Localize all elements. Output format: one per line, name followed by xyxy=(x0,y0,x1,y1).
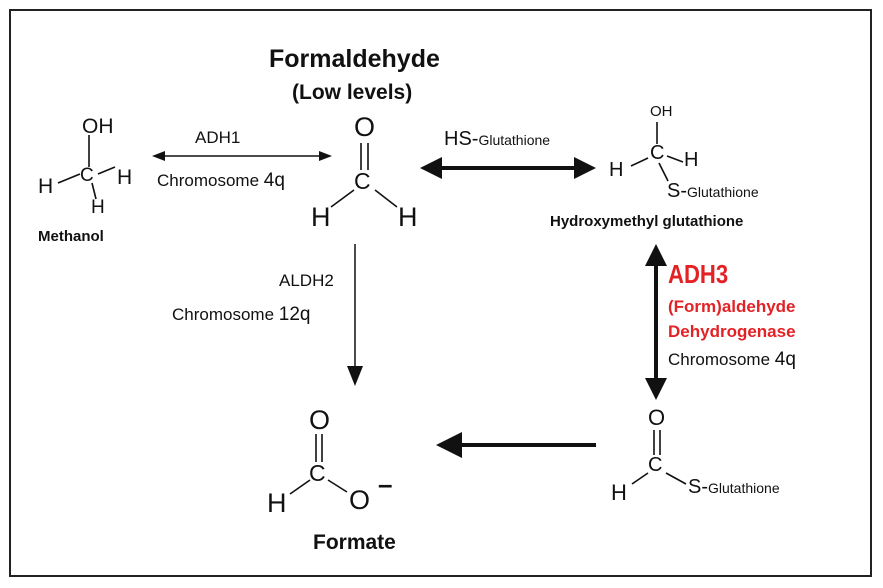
methanol-label: Methanol xyxy=(38,228,104,245)
formate-h: H xyxy=(267,488,287,518)
methanol-bond-c-hbottom xyxy=(91,182,97,200)
hmg-label: Hydroxymethyl glutathione xyxy=(550,213,744,230)
adh1-arrow-head-right xyxy=(319,151,332,161)
adh3-line2: Dehydrogenase xyxy=(668,322,796,341)
formate-charge: – xyxy=(378,469,393,499)
hmg-bond-c-hleft xyxy=(630,157,649,167)
hmg-bond-c-s xyxy=(658,162,669,182)
sformyl-h: H xyxy=(611,480,627,505)
formate-arrow-head xyxy=(436,432,462,458)
formate-label: Formate xyxy=(313,531,396,554)
hmg-c: C xyxy=(650,142,665,164)
aldh2-arrow-head xyxy=(347,366,363,386)
formaldehyde-bond-c-hleft xyxy=(330,189,355,208)
adh3-arrow-head-down xyxy=(645,378,667,400)
sformyl-bond-c-h xyxy=(631,472,649,485)
adh1-arrow-head-left xyxy=(152,151,165,161)
aldh2-enzyme: ALDH2 xyxy=(279,271,334,290)
formaldehyde-h-right: H xyxy=(398,202,418,232)
sformyl-bond-c-s xyxy=(665,472,687,485)
formaldehyde-title: Formaldehyde xyxy=(269,45,440,73)
formate-o-top: O xyxy=(309,405,331,435)
adh1-chromosome: Chromosome 4q xyxy=(157,170,285,191)
hmg-s-glutathione: S-Glutathione xyxy=(667,180,759,202)
methanol-oh: OH xyxy=(82,115,114,138)
hs-glutathione-label: HS-Glutathione xyxy=(444,128,551,150)
methanol-bond-c-hright xyxy=(97,166,116,175)
adh3-enzyme: ADH3 xyxy=(668,259,729,289)
methanol-h-right: H xyxy=(117,166,133,189)
adh3-arrow-head-up xyxy=(645,244,667,266)
methanol-bond-c-hleft xyxy=(57,173,81,184)
formaldehyde-subtitle: (Low levels) xyxy=(292,81,413,104)
adh1-enzyme: ADH1 xyxy=(195,128,241,147)
hmg-h-right: H xyxy=(684,149,699,171)
diagram-frame xyxy=(9,9,872,577)
adh3-line1: (Form)aldehyde xyxy=(668,297,796,316)
formaldehyde-h-left: H xyxy=(311,202,331,232)
formate-o-minus: O xyxy=(349,485,371,515)
methanol-h-bottom: H xyxy=(91,197,105,218)
hmg-oh: OH xyxy=(650,103,673,120)
sformyl-o: O xyxy=(648,405,666,430)
formate-bond-c-o xyxy=(327,479,348,493)
methanol-h-left: H xyxy=(38,175,54,198)
methanol-c: C xyxy=(80,165,94,186)
aldh2-chromosome: Chromosome 12q xyxy=(172,304,311,325)
adh3-chromosome: Chromosome 4q xyxy=(668,349,796,370)
hmg-h-left: H xyxy=(609,159,624,181)
formaldehyde-bond-c-hright xyxy=(374,189,398,208)
formaldehyde-o: O xyxy=(354,112,376,142)
formaldehyde-c: C xyxy=(354,168,371,194)
hs-arrow-head-right xyxy=(574,157,596,179)
hmg-bond-c-hright xyxy=(666,155,684,163)
formate-bond-c-h xyxy=(289,479,311,495)
sformyl-s-glutathione: S-Glutathione xyxy=(688,476,780,498)
sformyl-c: C xyxy=(648,454,663,476)
formate-c: C xyxy=(309,460,326,486)
hs-arrow-head-left xyxy=(420,157,442,179)
